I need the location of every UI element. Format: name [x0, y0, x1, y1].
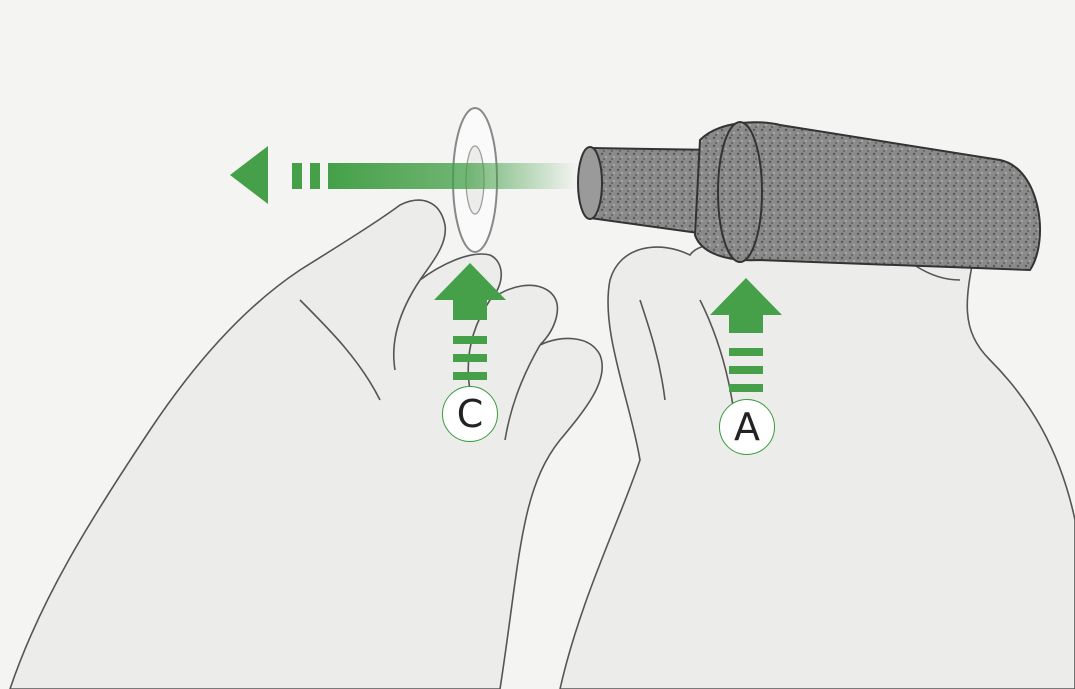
part-label-a-text: A	[734, 408, 760, 446]
left-hand	[10, 200, 602, 689]
part-label-c-text: C	[457, 395, 484, 433]
part-label-c: C	[442, 386, 498, 442]
arrow-left-icon	[230, 146, 578, 204]
part-label-a: A	[719, 399, 775, 455]
